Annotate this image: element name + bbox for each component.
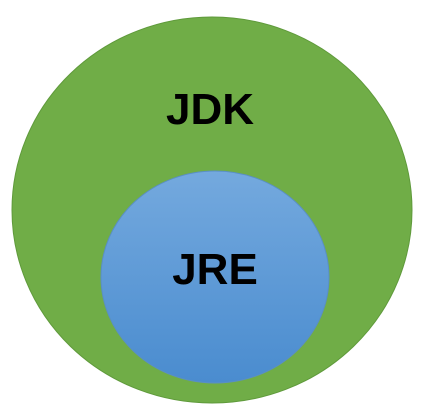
jdk-label: JDK	[166, 85, 254, 134]
jre-label: JRE	[172, 245, 258, 294]
jre-circle	[100, 170, 330, 384]
set-jre: JRE	[100, 170, 330, 384]
